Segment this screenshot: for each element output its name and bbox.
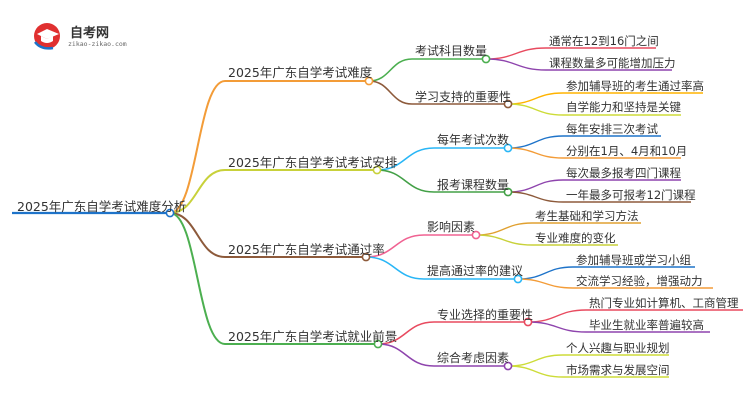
connector-node-2-0-leaf-1 [475,234,533,246]
leaf-self-study[interactable]: 自学能力和坚持是关键 [566,100,681,114]
collapse-dot-branch-0 [364,76,374,86]
connector-root-to-branch-1 [169,169,226,214]
connector-node-0-0-leaf-0 [485,47,547,60]
node-overall-factors[interactable]: 综合考虑因素 [437,351,510,365]
leaf-twelve-courses[interactable]: 一年最多可报考12门课程 [566,188,696,202]
connector-node-0-1-leaf-1 [507,103,564,116]
leaf-base-method[interactable]: 考生基础和学习方法 [535,209,639,223]
collapse-dot-node-0-1 [503,99,513,109]
leaf-study-group[interactable]: 参加辅导班或学习小组 [576,253,691,267]
connector-branch-1-node-1 [376,169,435,193]
connector-node-3-0-leaf-0 [527,309,587,323]
collapse-dot-node-3-0 [523,317,533,327]
branch-schedule[interactable]: 2025年广东自学考试考试安排 [228,155,398,170]
leaf-hot-majors[interactable]: 热门专业如计算机、工商管理 [589,296,739,310]
connector-branch-0-node-1 [368,80,413,105]
collapse-dot-branch-3 [373,339,383,349]
connector-branch-2-node-1 [365,256,425,280]
branch-difficulty[interactable]: 2025年广东自学考试难度 [228,65,373,80]
logo-title: 自考网 [70,26,110,41]
connector-root-to-branch-0 [169,80,226,214]
mindmap-root[interactable]: 2025年广东自学考试难度分析 [17,199,187,214]
connector-node-3-0-leaf-1 [527,321,587,333]
graduation-cap-icon [34,23,60,50]
connector-branch-2-node-0 [365,234,425,258]
leaf-employment-rate[interactable]: 毕业生就业率普遍较高 [589,318,704,332]
logo-url: zikao-zikao.com [68,40,127,48]
connector-node-1-1-leaf-0 [507,179,564,193]
node-influence-factors[interactable]: 影响因素 [427,220,476,234]
leaf-tutoring-pass[interactable]: 参加辅导班的考生通过率高 [566,79,704,93]
collapse-dot-node-2-1 [513,274,523,284]
collapse-dot-node-2-0 [471,230,481,240]
branch-employment[interactable]: 2025年广东自学考试就业前景 [228,329,398,344]
collapse-dot-node-0-0 [481,54,491,64]
leaf-interest-career[interactable]: 个人兴趣与职业规划 [566,341,670,355]
connector-branch-0-node-0 [368,58,413,82]
connector-node-3-1-leaf-1 [507,365,564,378]
collapse-dot-node-3-1 [503,361,513,371]
node-major-choice[interactable]: 专业选择的重要性 [437,308,534,322]
connector-branch-1-node-0 [376,147,435,171]
leaf-four-courses[interactable]: 每次最多报考四门课程 [566,166,681,180]
leaf-subjects-range[interactable]: 通常在12到16门之间 [549,34,659,48]
leaf-market-demand[interactable]: 市场需求与发展空间 [566,363,670,377]
connector-node-0-0-leaf-1 [485,58,547,71]
connector-node-1-0-leaf-0 [507,135,564,149]
node-pass-suggestions[interactable]: 提高通过率的建议 [427,264,524,278]
connector-node-3-1-leaf-0 [507,354,564,367]
leaf-major-difficulty[interactable]: 专业难度的变化 [535,231,616,245]
branch-pass-rate[interactable]: 2025年广东自学考试通过率 [228,242,385,257]
collapse-dot-node-1-0 [503,143,513,153]
node-course-count[interactable]: 报考课程数量 [437,178,510,192]
connector-node-0-1-leaf-0 [507,92,564,105]
collapse-dot-branch-1 [372,165,382,175]
leaf-share-experience[interactable]: 交流学习经验，增强动力 [576,274,703,288]
connector-node-1-1-leaf-1 [507,191,564,203]
node-study-support[interactable]: 学习支持的重要性 [415,90,512,104]
connector-node-1-0-leaf-1 [507,147,564,159]
connector-root-to-branch-3 [169,212,226,345]
node-exam-frequency[interactable]: 每年考试次数 [437,133,510,147]
node-subject-count[interactable]: 考试科目数量 [415,44,488,58]
leaf-subjects-pressure[interactable]: 课程数量多可能增加压力 [549,56,676,70]
connector-node-2-1-leaf-1 [517,278,574,289]
connector-branch-3-node-0 [377,321,435,345]
connector-root-to-branch-2 [169,212,226,258]
collapse-dot-branch-2 [361,252,371,262]
collapse-dot-node-1-1 [503,187,513,197]
connector-node-2-0-leaf-0 [475,222,533,236]
leaf-three-exams[interactable]: 每年安排三次考试 [566,122,658,136]
connector-node-2-1-leaf-0 [517,266,574,280]
collapse-dot-root [165,208,175,218]
leaf-exam-months[interactable]: 分别在1月、4月和10月 [566,144,688,158]
connector-branch-3-node-1 [377,343,435,367]
